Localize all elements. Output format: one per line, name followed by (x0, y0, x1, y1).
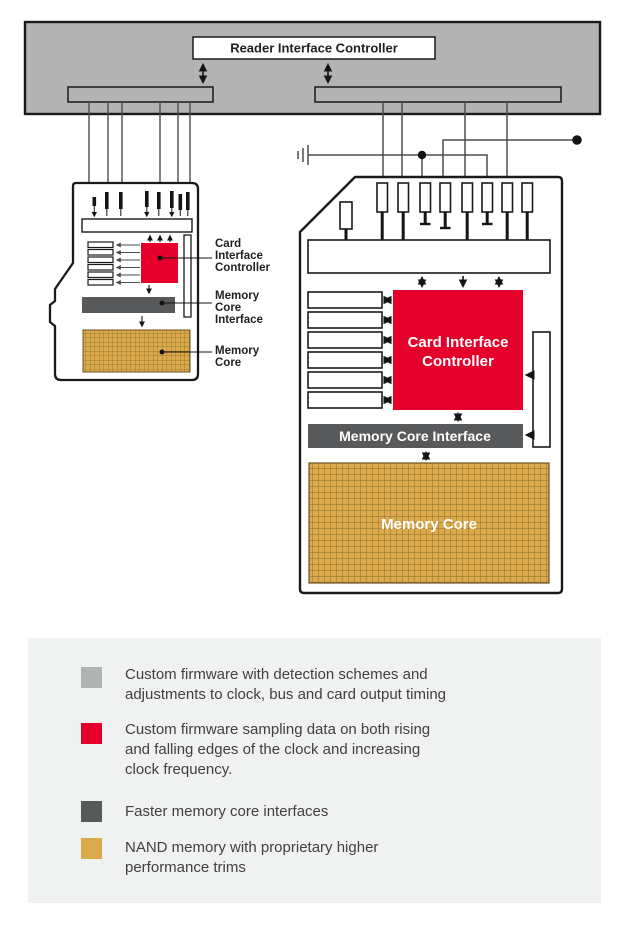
pin (419, 182, 432, 213)
leader-dot (159, 300, 165, 306)
leader-dot (159, 349, 165, 355)
legend-line: Custom firmware with detection schemes a… (125, 666, 428, 683)
legend-line: and falling edges of the clock and incre… (125, 741, 421, 758)
pin (170, 191, 174, 208)
pin (92, 197, 97, 206)
sd-memory-core-block (308, 462, 550, 584)
leader-dot (157, 255, 163, 261)
legend-line: clock frequency. (125, 761, 233, 778)
ground-line (308, 154, 488, 183)
pin (145, 191, 149, 207)
label-line: Interface (215, 250, 263, 262)
label-line: Core (215, 302, 241, 314)
reader-interface-controller-box (192, 36, 436, 60)
sd-connector-strip (307, 239, 551, 274)
pin (397, 182, 410, 213)
legend-swatch-red (81, 723, 102, 744)
sd-mci-block (308, 424, 523, 448)
sd-pin-stems (344, 212, 529, 240)
register-block (307, 291, 383, 309)
legend-swatch-dark-gray (81, 801, 102, 822)
sd-cic-block (393, 290, 523, 410)
pin (439, 182, 452, 213)
register-block (307, 371, 383, 389)
microsd-pin-stems (91, 206, 189, 218)
legend-text: Faster memory core interfaces (125, 802, 328, 822)
sd-mci-label: Memory Core Interface (339, 428, 491, 444)
register-block (87, 248, 114, 256)
sd-register-arrows (382, 295, 393, 405)
pin (461, 182, 474, 213)
legend-line: Faster memory core interfaces (125, 803, 329, 820)
microsd-connector-strip (81, 218, 193, 233)
pin (521, 182, 534, 213)
microsd-mci-block (82, 297, 175, 313)
host-connector-left (67, 86, 214, 103)
microsd-leader-lines (160, 257, 212, 353)
legend-panel: Custom firmware with detection schemes a… (28, 638, 601, 903)
pin (501, 182, 514, 213)
sd-register-blocks (307, 291, 383, 409)
register-block (87, 241, 114, 249)
label-memory-core: Memory (215, 345, 260, 357)
pin (481, 182, 494, 213)
microsd-register-blocks (87, 241, 114, 286)
microsd-side-bar (183, 234, 192, 318)
register-block (307, 391, 383, 409)
legend-line: NAND memory with proprietary higher (125, 839, 379, 856)
bus-lines-right (297, 102, 577, 183)
register-block (307, 331, 383, 349)
pin (105, 192, 109, 209)
sd-pins (339, 182, 534, 230)
microsd-strip-arrows (146, 234, 174, 242)
test-point-line (442, 139, 577, 183)
label-line: Interface (215, 314, 263, 326)
card-architecture-diagram: Reader Interface Controller (23, 20, 602, 595)
register-block (307, 311, 383, 329)
test-point-dot (572, 135, 582, 145)
pin (119, 192, 123, 209)
microsd-register-arrows (115, 242, 140, 285)
microsd-memory-core-block (82, 329, 191, 373)
microsd-labels: Card Interface Controller Memory Core In… (215, 238, 270, 369)
legend-line: performance trims (125, 859, 246, 876)
register-block (87, 271, 114, 279)
label-line: Controller (215, 262, 270, 274)
legend-swatch-gray (81, 667, 102, 688)
microsd-card (48, 181, 212, 382)
reader-interface-controller-label: Reader Interface Controller (230, 41, 398, 56)
bus-lines-left (88, 102, 191, 186)
legend-line: adjustments to clock, bus and card outpu… (125, 686, 447, 703)
sd-side-bar (532, 331, 551, 448)
reader-assembly: Reader Interface Controller (23, 20, 602, 116)
microsd-cic-block (141, 243, 178, 283)
sd-card: Card Interface Controller Memory Core In… (298, 175, 564, 595)
register-block (307, 351, 383, 369)
pin (186, 192, 190, 210)
legend-text: NAND memory with proprietary higher perf… (125, 838, 378, 878)
legend-swatch-gold (81, 838, 102, 859)
sd-cic-label-line2: Controller (422, 353, 494, 370)
register-block (87, 256, 114, 264)
sd-strip-arrows (417, 275, 504, 289)
pin (339, 201, 353, 230)
pin (157, 192, 161, 209)
label-memory-core-interface: Memory (215, 290, 260, 302)
junction-dot (417, 150, 427, 160)
microsd-pins (92, 191, 190, 210)
legend-text: Custom firmware with detection schemes a… (125, 665, 446, 705)
pin (178, 194, 183, 210)
pin (376, 182, 389, 213)
register-block (87, 263, 114, 271)
host-connector-right (314, 86, 562, 103)
label-card-interface-controller: Card (215, 238, 241, 250)
register-block (87, 278, 114, 286)
legend-line: Custom firmware sampling data on both ri… (125, 721, 431, 738)
sd-memory-core-label: Memory Core (381, 516, 477, 533)
label-line: Core (215, 357, 241, 369)
legend-text: Custom firmware sampling data on both ri… (125, 720, 430, 780)
sd-cic-label: Card Interface (408, 334, 509, 351)
